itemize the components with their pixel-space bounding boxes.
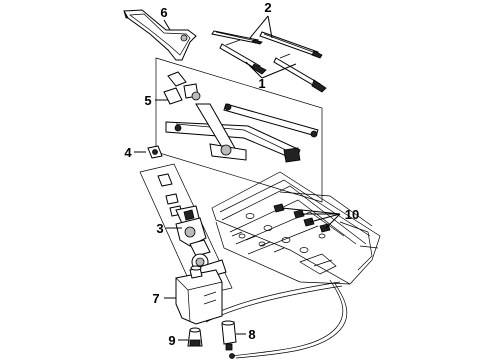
- leader-1b: [261, 63, 297, 79]
- leader-2b: [267, 15, 273, 39]
- callout-8: 8: [248, 327, 255, 342]
- leader-10a: [281, 207, 341, 215]
- callout-1: 1: [258, 76, 265, 91]
- callout-7: 7: [152, 291, 159, 306]
- leader-1a: [245, 61, 263, 79]
- part-7-washer-reservoir: [175, 265, 223, 325]
- leader-6: [163, 19, 171, 31]
- leader-10c: [309, 213, 341, 223]
- part-8-washer-pump: [221, 320, 237, 351]
- part-6-cowl-seal: [123, 9, 197, 61]
- part-2-wiper-blades: [211, 30, 323, 59]
- callout-3: 3: [156, 221, 163, 236]
- cowl-body-structure: [211, 171, 381, 285]
- part-5-linkage-assembly: [155, 57, 323, 203]
- callout-2: 2: [264, 0, 271, 15]
- leader-2a: [249, 15, 269, 39]
- part-1-wiper-arms: [219, 39, 327, 93]
- part-4-grommet: [147, 145, 163, 159]
- callout-4: 4: [124, 145, 132, 160]
- callout-5: 5: [144, 93, 151, 108]
- part-9-grommet: [187, 327, 203, 347]
- leader-10d: [325, 213, 341, 229]
- callout-10: 10: [345, 207, 359, 222]
- callout-6: 6: [160, 5, 167, 20]
- callout-9: 9: [168, 333, 175, 348]
